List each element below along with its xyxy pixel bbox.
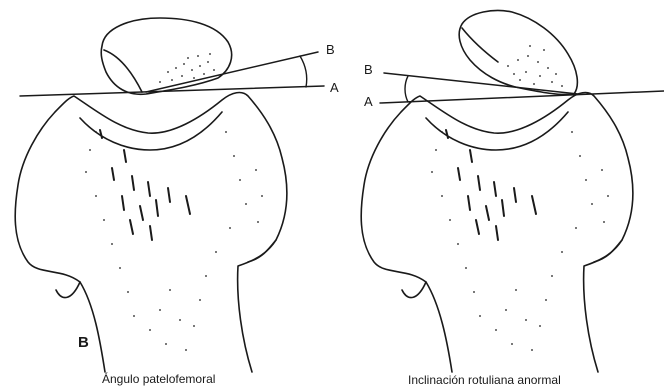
right-trochlea-line <box>426 112 568 150</box>
left-caption: Ángulo patelofemoral <box>102 372 215 386</box>
left-stipple <box>85 53 263 351</box>
left-notch-curve <box>56 282 80 298</box>
left-line-b-label: B <box>326 42 335 57</box>
right-line-b <box>384 73 578 94</box>
right-stipple <box>431 45 609 351</box>
left-patella-inner <box>104 50 142 92</box>
right-panel <box>361 11 664 373</box>
left-medial-contour <box>248 240 276 262</box>
right-patella-stipple <box>507 45 563 87</box>
left-slash-marks <box>100 130 190 240</box>
right-medial-contour <box>594 240 622 262</box>
left-condyle-stipple <box>85 131 263 351</box>
right-slash-marks <box>446 130 536 240</box>
right-caption: Inclinación rotuliana anormal <box>408 373 561 387</box>
right-line-b-label: B <box>364 62 373 77</box>
panel-label: B <box>78 334 89 351</box>
left-trochlea-line <box>80 112 222 150</box>
right-line-a-label: A <box>364 94 373 109</box>
left-patella <box>101 18 231 94</box>
right-condyle-stipple <box>431 131 609 351</box>
left-angle-arc <box>300 56 307 87</box>
right-patella <box>459 11 577 95</box>
left-line-a-label: A <box>330 80 339 95</box>
right-angle-arc <box>405 76 408 102</box>
right-notch-curve <box>402 282 426 298</box>
left-line-a <box>20 86 324 96</box>
